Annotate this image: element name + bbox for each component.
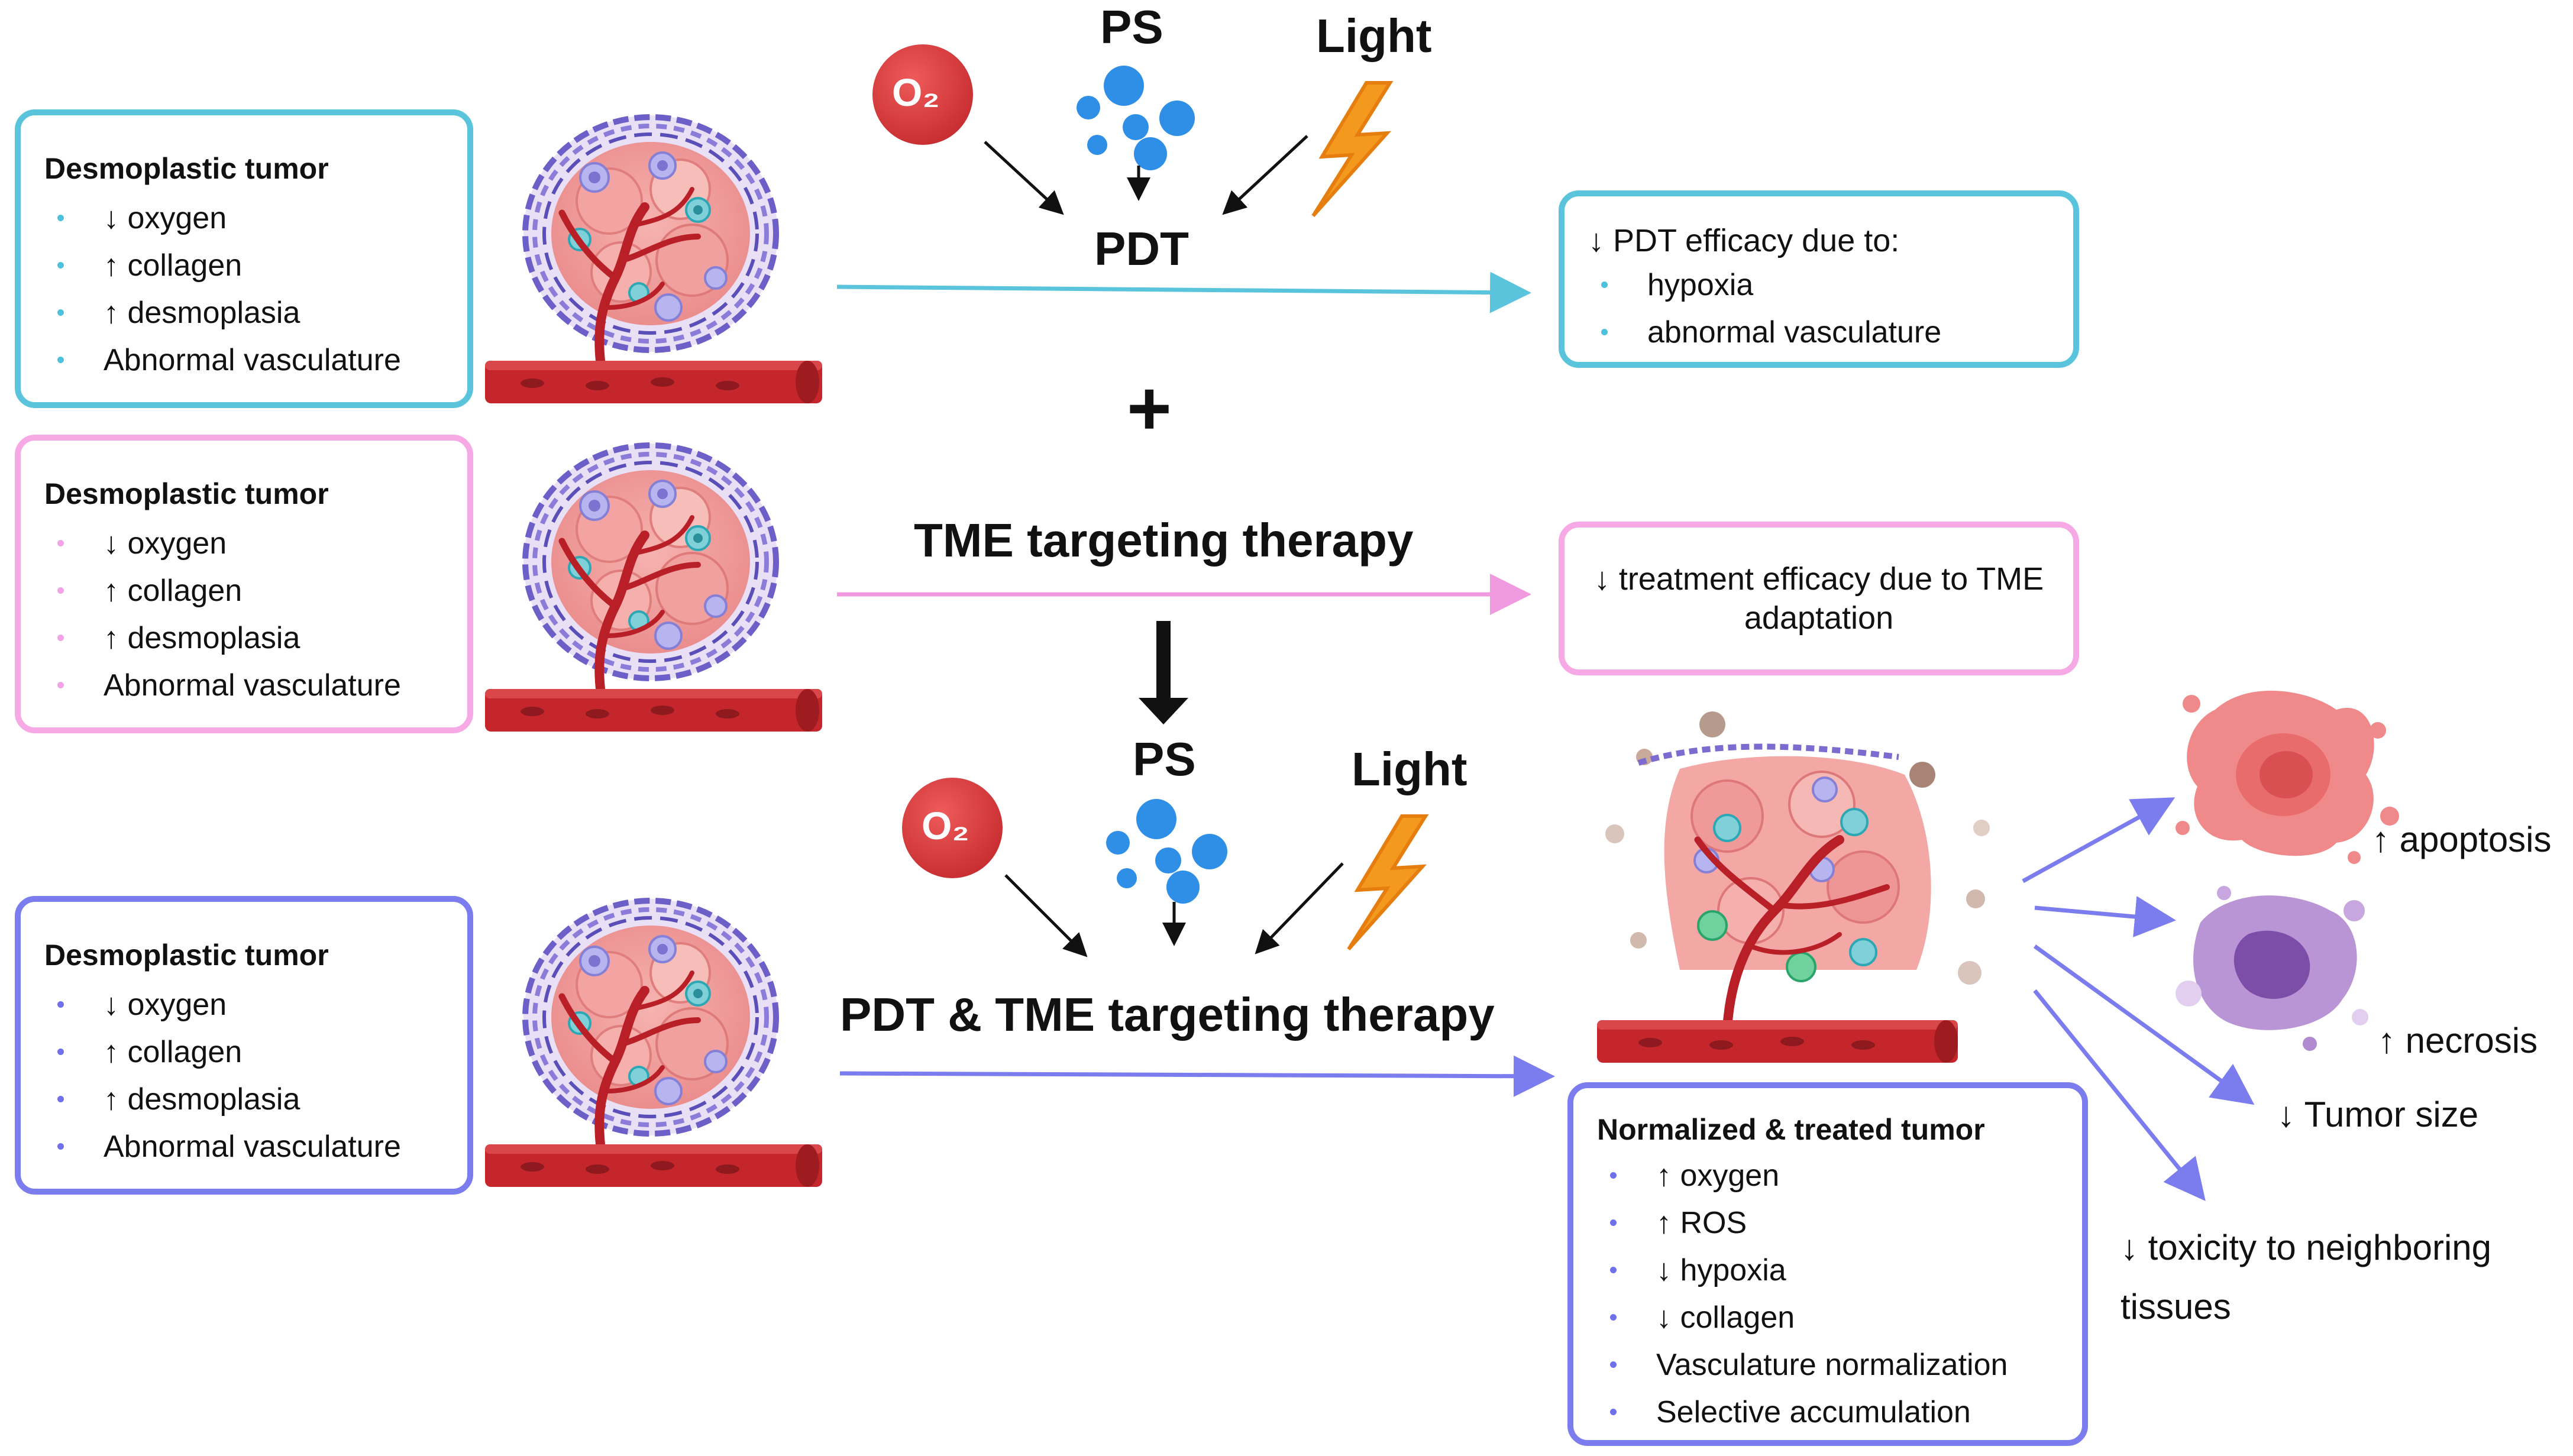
arrow-combo-outcome	[839, 1055, 1555, 1097]
tme-outcome-box: ↓ treatment efficacy due to TME adaptati…	[1559, 522, 2079, 675]
ps-label-combo: PS	[1133, 733, 1196, 785]
combo-outcome-box: Normalized & treated tumor ↑ oxygen ↑ RO…	[1567, 1082, 2088, 1446]
apoptosis-cell-icon	[2176, 690, 2399, 864]
tumor-box-combo: Desmoplastic tumor ↓ oxygen ↑ collagen ↑…	[15, 896, 473, 1195]
tumor-box-title: Desmoplastic tumor	[44, 477, 329, 510]
tumor-feature-desmoplasia: ↑ desmoplasia	[44, 1076, 450, 1123]
o2-label: O₂	[892, 70, 940, 114]
tumor-feature-collagen: ↑ collagen	[44, 242, 450, 289]
light-label-combo: Light	[1352, 743, 1467, 795]
tumor-box-pdt: Desmoplastic tumor ↓ oxygen ↑ collagen ↑…	[15, 109, 473, 408]
o2-icon	[869, 41, 977, 148]
tumor-feature-oxygen: ↓ oxygen	[44, 195, 450, 242]
o2-label-combo: O₂	[922, 804, 969, 847]
tme-outcome-text: ↓ treatment efficacy due to TME adaptati…	[1593, 561, 2044, 636]
combo-outcome-oxygen: ↑ oxygen	[1597, 1152, 2070, 1199]
normalized-tumor-illustration	[1597, 711, 1990, 1063]
combo-outcome-accumulation: Selective accumulation	[1597, 1389, 2070, 1436]
tme-therapy-label: TME targeting therapy	[914, 514, 1414, 567]
tumor-feature-collagen: ↑ collagen	[44, 567, 450, 614]
effect-necrosis: ↑ necrosis	[2378, 1021, 2538, 1060]
combo-outcome-hypoxia: ↓ hypoxia	[1597, 1247, 2070, 1294]
tumor-feature-vasculature: Abnormal vasculature	[44, 337, 450, 384]
lightning-bolt-icon-combo	[1347, 814, 1429, 950]
tumor-illustration-tme	[485, 444, 822, 732]
tumor-feature-vasculature: Abnormal vasculature	[44, 1123, 450, 1170]
pdt-outcome-title: ↓ PDT efficacy due to:	[1588, 223, 1900, 258]
necrosis-cell-icon	[2176, 886, 2368, 1051]
effect-apoptosis: ↑ apoptosis	[2372, 820, 2552, 859]
down-arrow-icon	[1139, 621, 1188, 724]
effect-toxicity: ↓ toxicity to neighboring tissues	[2121, 1228, 2492, 1326]
plus-sign: +	[1127, 365, 1172, 451]
pdt-outcome-box: ↓ PDT efficacy due to: hypoxia abnormal …	[1559, 190, 2079, 368]
o2-icon-combo	[898, 774, 1006, 882]
combo-outcome-ros: ↑ ROS	[1597, 1199, 2070, 1247]
tumor-illustration-combo	[485, 899, 822, 1187]
tumor-feature-vasculature: Abnormal vasculature	[44, 662, 450, 709]
arrow-pdt-outcome	[836, 271, 1531, 313]
tumor-box-title: Desmoplastic tumor	[44, 939, 329, 972]
combo-outcome-vasculature: Vasculature normalization	[1597, 1341, 2070, 1389]
tumor-feature-desmoplasia: ↑ desmoplasia	[44, 289, 450, 337]
ps-particles-icon-combo	[1106, 799, 1227, 904]
tumor-feature-collagen: ↑ collagen	[44, 1028, 450, 1076]
tumor-box-tme: Desmoplastic tumor ↓ oxygen ↑ collagen ↑…	[15, 435, 473, 733]
lightning-bolt-icon	[1311, 81, 1394, 217]
ps-particles-icon	[1077, 66, 1195, 170]
light-label: Light	[1316, 9, 1432, 62]
pdt-outcome-vasculature: abnormal vasculature	[1588, 309, 2061, 356]
ps-label: PS	[1100, 1, 1163, 53]
tumor-feature-desmoplasia: ↑ desmoplasia	[44, 614, 450, 662]
effect-tumor-size: ↓ Tumor size	[2277, 1095, 2479, 1134]
tumor-box-title: Desmoplastic tumor	[44, 152, 329, 185]
tumor-feature-oxygen: ↓ oxygen	[44, 981, 450, 1028]
combo-outcome-collagen: ↓ collagen	[1597, 1294, 2070, 1341]
pdt-label: PDT	[1094, 222, 1189, 275]
pdt-outcome-hypoxia: hypoxia	[1588, 261, 2061, 309]
tumor-illustration-pdt	[485, 115, 822, 403]
tumor-feature-oxygen: ↓ oxygen	[44, 520, 450, 567]
combo-therapy-label: PDT & TME targeting therapy	[840, 988, 1495, 1041]
combo-outcome-title: Normalized & treated tumor	[1597, 1113, 1985, 1146]
